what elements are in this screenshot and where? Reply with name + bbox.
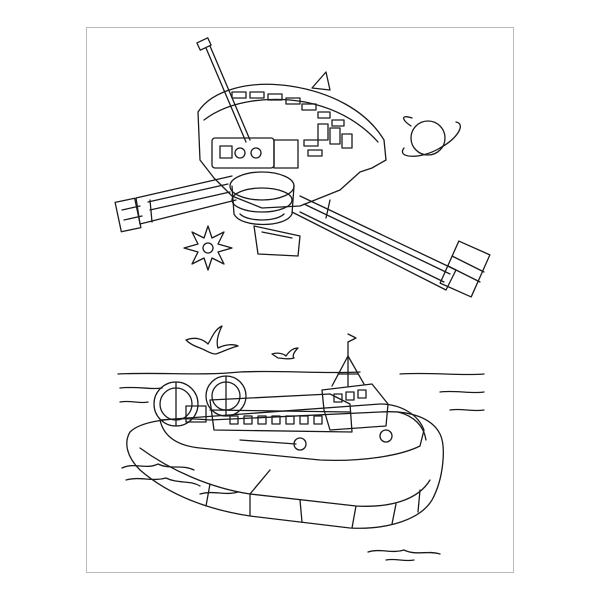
satellite-body xyxy=(198,84,386,208)
satellite-engine xyxy=(230,172,294,200)
satellite-fin xyxy=(312,72,330,90)
satellite-front-panel xyxy=(212,138,274,168)
hovercraft-bridge xyxy=(322,384,388,430)
hovercraft-propeller-ducts xyxy=(154,376,246,426)
satellite-bottom-module xyxy=(254,226,300,256)
water-wake xyxy=(122,464,440,561)
coloring-page-sheet xyxy=(86,27,514,573)
hovercraft xyxy=(127,334,443,528)
hovercraft-deck xyxy=(160,404,424,460)
seagull-large xyxy=(186,326,238,354)
hovercraft-cabin xyxy=(210,394,352,432)
ringed-planet xyxy=(402,117,460,157)
satellite-left-solar-panel xyxy=(115,176,236,232)
hovercraft-skirt xyxy=(127,412,443,529)
seagull-small xyxy=(272,348,298,359)
sea-horizon xyxy=(118,371,484,410)
starburst xyxy=(184,226,232,270)
satellite-windows xyxy=(232,92,352,156)
hovercraft-mast xyxy=(332,334,364,386)
satellite-right-solar-panel xyxy=(292,196,490,297)
satellite xyxy=(115,38,490,297)
hovercraft-cabin-windows xyxy=(230,416,322,424)
satellite-antenna xyxy=(206,48,246,142)
